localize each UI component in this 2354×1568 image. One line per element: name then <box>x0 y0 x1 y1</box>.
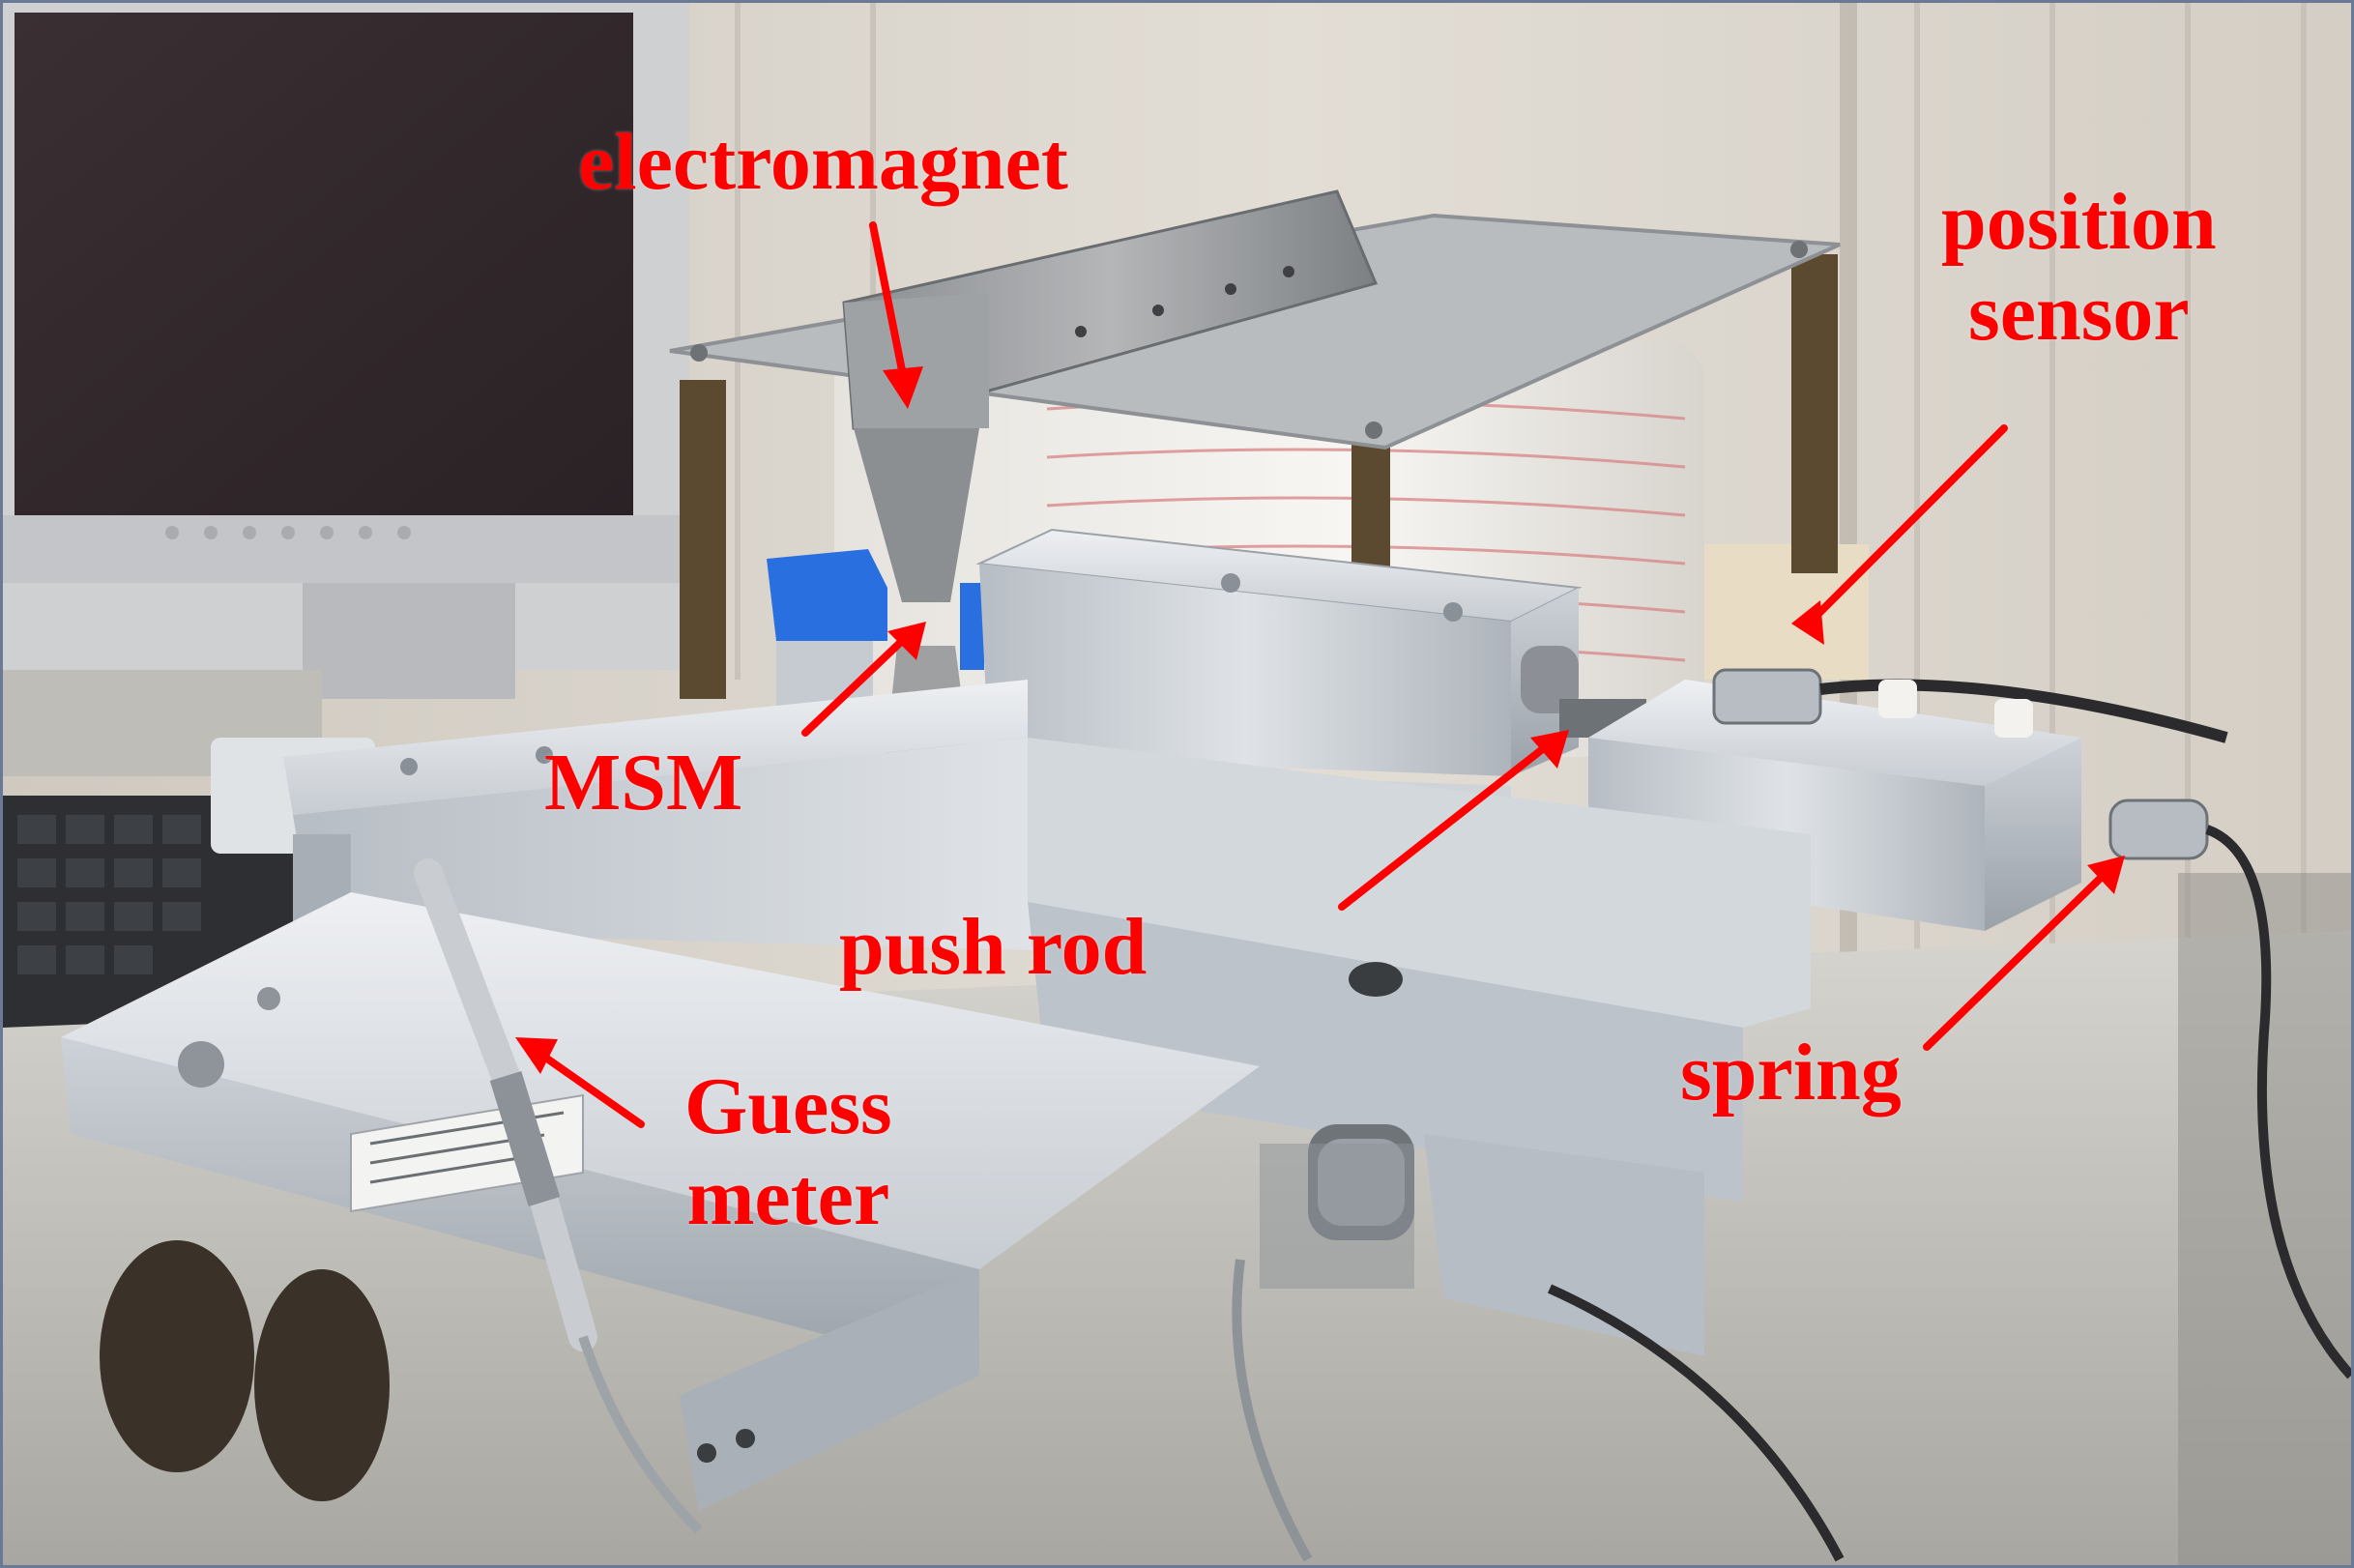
label-gauss-meter: Guess meter <box>684 1061 892 1243</box>
label-msm: MSM <box>544 738 742 828</box>
gauss-probe-icon <box>414 858 703 1534</box>
label-electromagnet: electromagnet <box>578 117 1068 208</box>
label-gauss-meter-line1: Guess <box>684 1061 892 1151</box>
spring-housing <box>2108 799 2351 1379</box>
base-rail <box>283 680 1811 1202</box>
label-push-rod-text: push rod <box>839 902 1148 992</box>
annotation-arrows <box>515 221 2125 1128</box>
label-spring-text: spring <box>1680 1028 1902 1118</box>
bearing <box>1260 1124 1704 1356</box>
label-gauss-meter-line2: meter <box>686 1152 890 1243</box>
label-msm-text: MSM <box>544 738 743 828</box>
label-electromagnet-text: electromagnet <box>578 117 1068 207</box>
label-spring: spring <box>1680 1028 1902 1118</box>
front-plate <box>61 892 1260 1511</box>
label-push-rod: push rod <box>839 902 1147 993</box>
label-position-sensor-line1: position <box>1941 177 2217 267</box>
monitor <box>3 3 689 699</box>
label-position-sensor: position sensor <box>1941 177 2217 359</box>
label-position-sensor-line2: sensor <box>1968 268 2190 359</box>
lab-apparatus-photo <box>3 3 2351 1565</box>
